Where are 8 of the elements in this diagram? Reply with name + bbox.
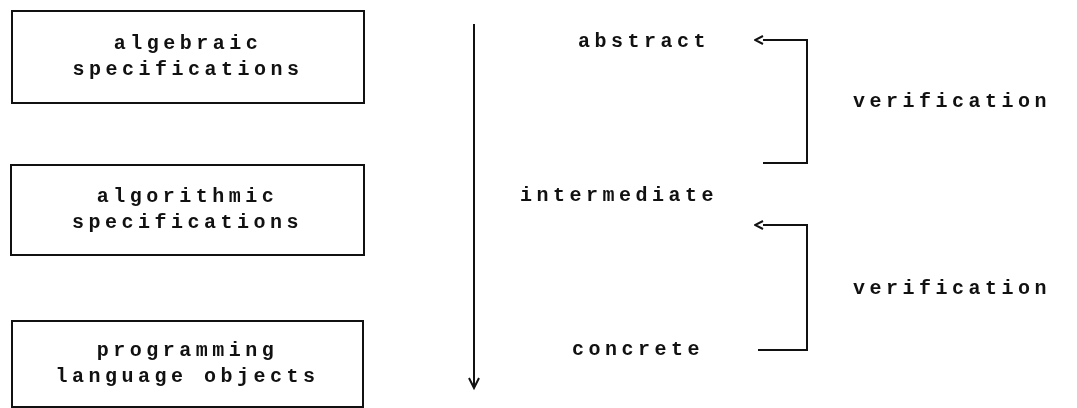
process-box: algebraic specifications bbox=[11, 10, 365, 104]
process-box: programming language objects bbox=[11, 320, 364, 408]
level-label: abstract bbox=[578, 24, 765, 60]
level-label: concrete bbox=[572, 334, 760, 366]
level-label: intermediate bbox=[520, 160, 765, 232]
bracket-arrow bbox=[754, 35, 808, 164]
bracket-arrow bbox=[754, 220, 808, 351]
process-box: algorithmic specifications bbox=[10, 164, 365, 256]
